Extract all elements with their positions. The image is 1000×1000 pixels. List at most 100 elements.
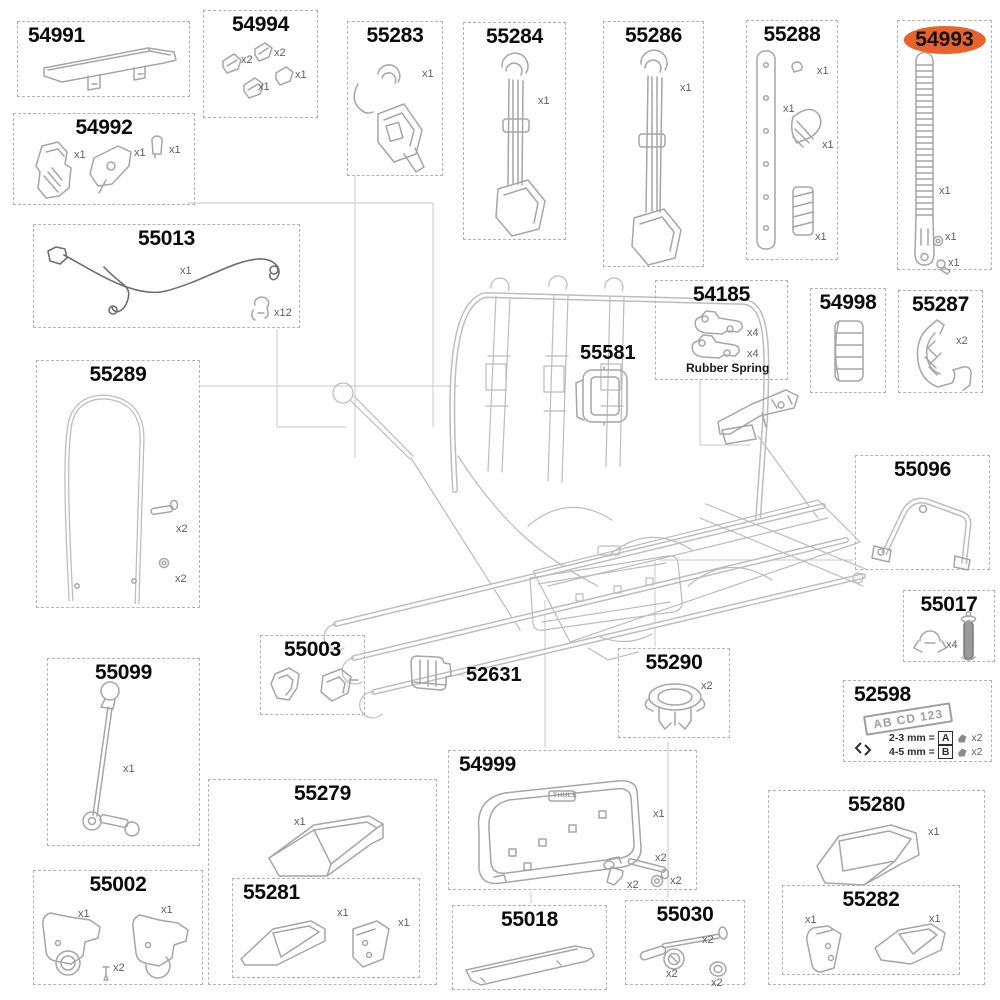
- part-number: 55289: [89, 363, 147, 386]
- part-55280-illustration: [816, 824, 920, 886]
- qty-label: x1: [653, 808, 665, 820]
- qty-label: x1: [161, 904, 173, 916]
- clip-icon: [958, 734, 967, 742]
- part-number: 55281: [243, 881, 300, 904]
- part-number: 54999: [459, 753, 516, 776]
- qty-label: x2: [670, 875, 682, 887]
- clip-icon: [958, 748, 967, 756]
- thickness-value: 4-5 mm =: [889, 746, 935, 758]
- qty-label: x1: [815, 231, 827, 243]
- qty-label: x1: [398, 917, 410, 929]
- qty-label: x1: [945, 231, 957, 243]
- part-number: 55288: [763, 23, 821, 46]
- part-number: 54998: [819, 291, 877, 314]
- qty-label: x1: [258, 81, 270, 93]
- part-52631-illustration: [410, 655, 452, 691]
- main-assembly-illustration: [323, 275, 869, 719]
- part-55289-box[interactable]: 55289 x2 x2: [36, 360, 200, 608]
- part-number: 55287: [912, 293, 969, 316]
- qty-label: x2: [627, 879, 639, 891]
- part-55282-illustration: [806, 923, 946, 973]
- key-b-box: B: [937, 745, 954, 759]
- part-52598-box[interactable]: 52598 AB CD 123 2-3 mm = A x2 4-5 mm = B…: [843, 680, 992, 762]
- part-number: 54185: [693, 283, 750, 306]
- part-55281-box[interactable]: 55281 x1 x1: [232, 878, 420, 978]
- qty-label: x2: [241, 54, 253, 66]
- qty-label: x2: [655, 852, 667, 864]
- part-54185-box[interactable]: 54185 x4 x4 Rubber Spring: [655, 280, 788, 380]
- thickness-value: 2-3 mm =: [889, 732, 935, 744]
- part-54999-box[interactable]: 54999 THULE x1 x2 x2 x2: [448, 750, 697, 891]
- key-a-box: A: [937, 731, 954, 745]
- qty-label: x1: [939, 185, 951, 197]
- qty-label: x1: [928, 826, 940, 838]
- part-number: 55279: [294, 782, 351, 805]
- part-55283-box[interactable]: 55283 x1: [347, 21, 443, 176]
- part-55017-box[interactable]: 55017 x4: [903, 590, 995, 662]
- part-number: 55280: [848, 793, 905, 816]
- part-55289-illustration: [64, 394, 179, 605]
- part-54993-box[interactable]: 54993 x1 x1 x1: [897, 20, 992, 275]
- part-55288-box[interactable]: 55288 x1 x1 x1 x1: [746, 20, 838, 260]
- part-55017-illustration: [913, 611, 977, 661]
- part-55280-box[interactable]: 55280 x1: [768, 790, 985, 985]
- qty-label: x1: [680, 82, 692, 94]
- rubber-spring-caption: Rubber Spring: [686, 361, 770, 375]
- part-number: 55286: [625, 24, 682, 47]
- qty-label: x2: [971, 732, 983, 744]
- part-55279-box[interactable]: 55279 x1: [208, 779, 437, 985]
- part-55099-box[interactable]: 55099 x1: [47, 658, 200, 846]
- qty-label: x2: [666, 968, 678, 980]
- part-number: 54991: [28, 24, 85, 47]
- part-55096-box[interactable]: 55096: [855, 455, 990, 571]
- part-number: 55018: [501, 908, 558, 931]
- part-54999-illustration: [477, 779, 670, 888]
- qty-label: x1: [929, 913, 941, 925]
- highlighted-part-number[interactable]: 54993: [903, 26, 986, 54]
- part-55099-illustration: [82, 681, 140, 837]
- part-54992-box[interactable]: 54992 x1 x1 x1: [13, 113, 195, 205]
- part-55286-box[interactable]: 55286 x1: [603, 21, 704, 267]
- qty-label: x1: [948, 257, 960, 269]
- part-55581-label[interactable]: 55581: [580, 342, 636, 364]
- part-54998-illustration: [834, 320, 864, 382]
- qty-label: x4: [747, 327, 759, 339]
- part-55286-illustration: [631, 49, 682, 266]
- qty-label: x2: [274, 47, 286, 59]
- part-54991-box[interactable]: 54991: [17, 21, 190, 97]
- thickness-row-b: 4-5 mm = B x2: [889, 745, 983, 759]
- part-55003-box[interactable]: 55003: [260, 635, 365, 715]
- part-55018-box[interactable]: 55018: [452, 905, 607, 990]
- part-55030-box[interactable]: 55030 x2 x2 x2: [625, 900, 745, 989]
- part-55002-box[interactable]: 55002 x1 x1 x2: [33, 870, 203, 985]
- part-52631-label[interactable]: 52631: [466, 664, 522, 686]
- part-54994-box[interactable]: 54994 x2 x2 x1 x1: [203, 10, 318, 118]
- part-54185-illustration: [691, 310, 743, 359]
- qty-label: x1: [783, 103, 795, 115]
- qty-label: x1: [180, 265, 192, 277]
- part-number: 55003: [284, 638, 341, 661]
- part-54998-box[interactable]: 54998: [810, 288, 886, 393]
- qty-label: x2: [176, 523, 188, 535]
- qty-label: x1: [805, 914, 817, 926]
- part-55013-box[interactable]: 55013 x1 x12: [33, 224, 300, 328]
- qty-label: x4: [946, 639, 958, 651]
- qty-label: x2: [711, 977, 723, 989]
- part-55283-illustration: [353, 64, 425, 173]
- part-54993-illustration: [914, 51, 951, 275]
- part-55282-box[interactable]: 55282 x1 x1: [782, 885, 960, 975]
- part-55284-box[interactable]: 55284 x1: [463, 22, 566, 240]
- part-number: 55013: [138, 227, 195, 250]
- part-number: 52598: [854, 683, 911, 706]
- ratchet-lever-illustration: [717, 389, 799, 445]
- part-number: 55030: [656, 903, 714, 926]
- part-55281-illustration: [240, 920, 390, 968]
- part-55287-box[interactable]: 55287 x2: [898, 290, 983, 393]
- part-number: 55290: [645, 651, 703, 674]
- qty-label: x1: [538, 95, 550, 107]
- thickness-row-a: 2-3 mm = A x2: [889, 731, 983, 745]
- qty-label: x1: [78, 908, 90, 920]
- qty-label: x12: [274, 307, 292, 319]
- part-55290-box[interactable]: 55290 x2: [618, 648, 730, 738]
- part-number: 54992: [75, 116, 133, 139]
